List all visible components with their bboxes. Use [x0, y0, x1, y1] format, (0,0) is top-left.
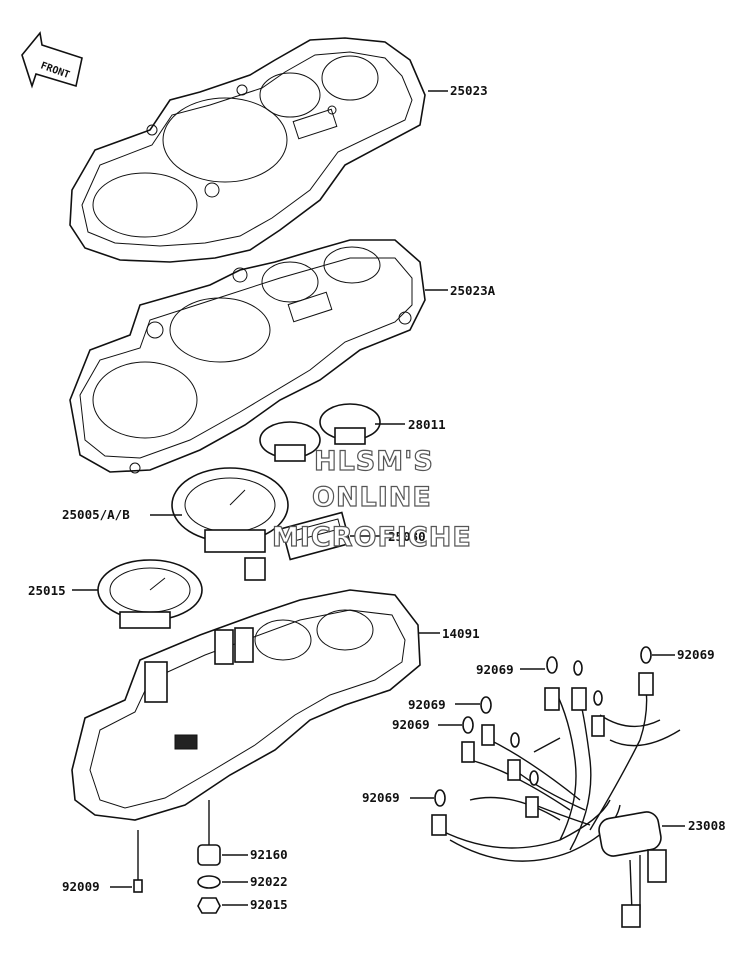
wiring-harness-23008 — [431, 672, 681, 928]
bulbs-92069 — [434, 646, 652, 807]
label-92069-e: 92069 — [362, 790, 400, 805]
label-25030: 25030 — [388, 529, 426, 544]
label-92009: 92009 — [62, 879, 100, 894]
label-92160: 92160 — [250, 847, 288, 862]
label-25005-a-b: 25005/A/B — [62, 507, 130, 522]
tachometer-plate-25015 — [97, 559, 203, 629]
meter-dial-25005 — [171, 467, 289, 581]
label-25023: 25023 — [450, 83, 488, 98]
watermark-line-2: ONLINE — [312, 482, 432, 513]
hardware-stack — [197, 800, 221, 914]
lcd-module-25030 — [280, 511, 352, 561]
lower-case-14091 — [71, 589, 421, 821]
meter-unit-28011 — [259, 403, 381, 462]
label-14091: 14091 — [442, 626, 480, 641]
label-92069-d: 92069 — [392, 717, 430, 732]
label-28011: 28011 — [408, 417, 446, 432]
watermark-line-3: MICROFICHE — [272, 522, 472, 553]
label-25015: 25015 — [28, 583, 66, 598]
label-92022: 92022 — [250, 874, 288, 889]
label-25023a: 25023A — [450, 283, 496, 298]
label-92069-b: 92069 — [677, 647, 715, 662]
front-arrow: FRONT — [21, 31, 83, 89]
screw-92009 — [133, 830, 143, 893]
label-23008: 23008 — [688, 818, 726, 833]
meter-case — [69, 239, 426, 474]
label-92069-c: 92069 — [408, 697, 446, 712]
label-92015: 92015 — [250, 897, 288, 912]
meter-cover — [69, 37, 426, 263]
label-92069-a: 92069 — [476, 662, 514, 677]
watermark-line-1: HLSM'S — [314, 446, 434, 477]
